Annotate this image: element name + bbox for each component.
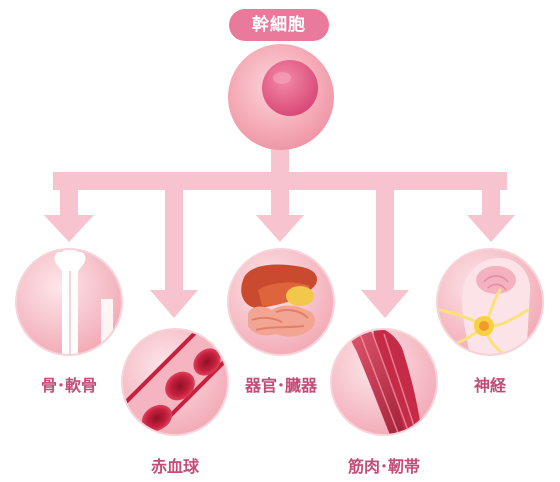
stem-cell-label: 幹細胞 — [229, 9, 329, 41]
label-bone-cartilage: 骨･軟骨 — [40, 376, 97, 395]
red-blood-cell-icon — [121, 328, 229, 436]
label-organ: 器官･臓器 — [244, 376, 317, 395]
nerve-icon — [436, 248, 544, 356]
bone-cartilage-icon — [15, 248, 123, 356]
label-muscle-ligament: 筋肉･靭帯 — [347, 457, 420, 476]
label-nerve: 神経 — [473, 376, 506, 395]
muscle-ligament-icon — [330, 328, 438, 436]
stem-cell-icon — [228, 44, 334, 150]
organ-icon — [227, 248, 335, 356]
label-red-blood-cell: 赤血球 — [150, 457, 199, 476]
branch-arrows — [44, 140, 515, 318]
